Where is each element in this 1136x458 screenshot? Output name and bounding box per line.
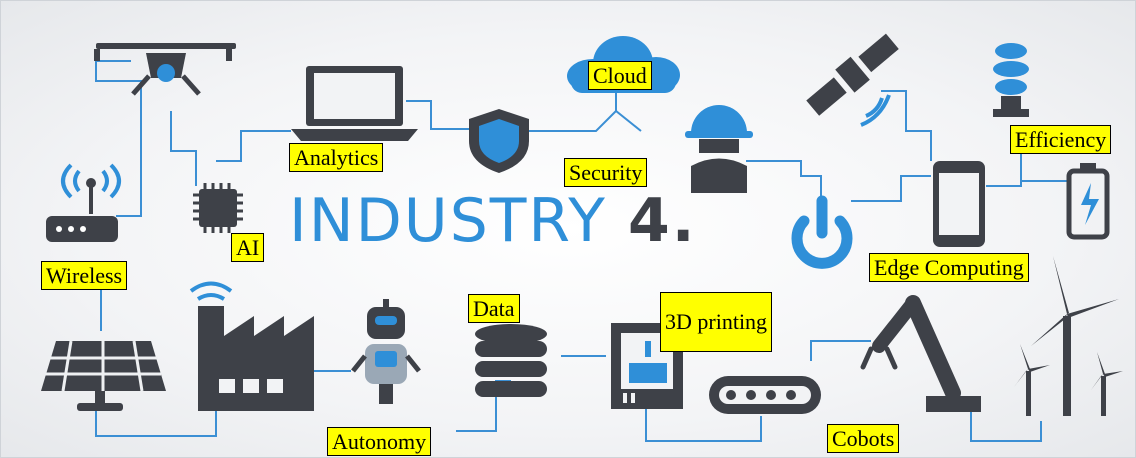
solar-panel-icon (41, 340, 166, 411)
title-word: INDUSTRY (289, 186, 607, 256)
page-title: INDUSTRY 4. (289, 191, 697, 251)
label-3d-printing: 3D printing (660, 292, 773, 352)
label-security: Security (564, 158, 648, 187)
label-efficiency: Efficiency (1010, 125, 1112, 154)
label-autonomy: Autonomy (327, 427, 432, 456)
phone-icon (933, 161, 985, 247)
factory-icon (189, 281, 314, 411)
shield-icon (469, 109, 529, 173)
label-ai: AI (231, 233, 265, 262)
power-icon (791, 195, 853, 269)
robot-arm-icon (860, 295, 981, 412)
satellite-icon (806, 33, 899, 127)
wind-turbine-icon (1014, 256, 1123, 416)
router-icon (46, 163, 121, 242)
chip-icon (193, 183, 243, 233)
laptop-icon (291, 66, 418, 141)
robot-icon (351, 299, 421, 404)
label-data: Data (468, 294, 520, 323)
label-cobots: Cobots (827, 424, 900, 453)
label-wireless: Wireless (41, 261, 128, 290)
3d-printer-icon (611, 323, 683, 409)
label-edge-computing: Edge Computing (869, 253, 1029, 282)
battery-icon (1066, 163, 1110, 240)
lightbulb-icon (993, 43, 1029, 117)
label-cloud: Cloud (588, 61, 652, 90)
conveyor-icon (709, 376, 821, 414)
database-icon (475, 324, 547, 397)
drone-icon (94, 43, 236, 96)
worker-icon (685, 105, 753, 193)
title-version: 4. (628, 186, 697, 256)
label-analytics: Analytics (289, 143, 384, 172)
